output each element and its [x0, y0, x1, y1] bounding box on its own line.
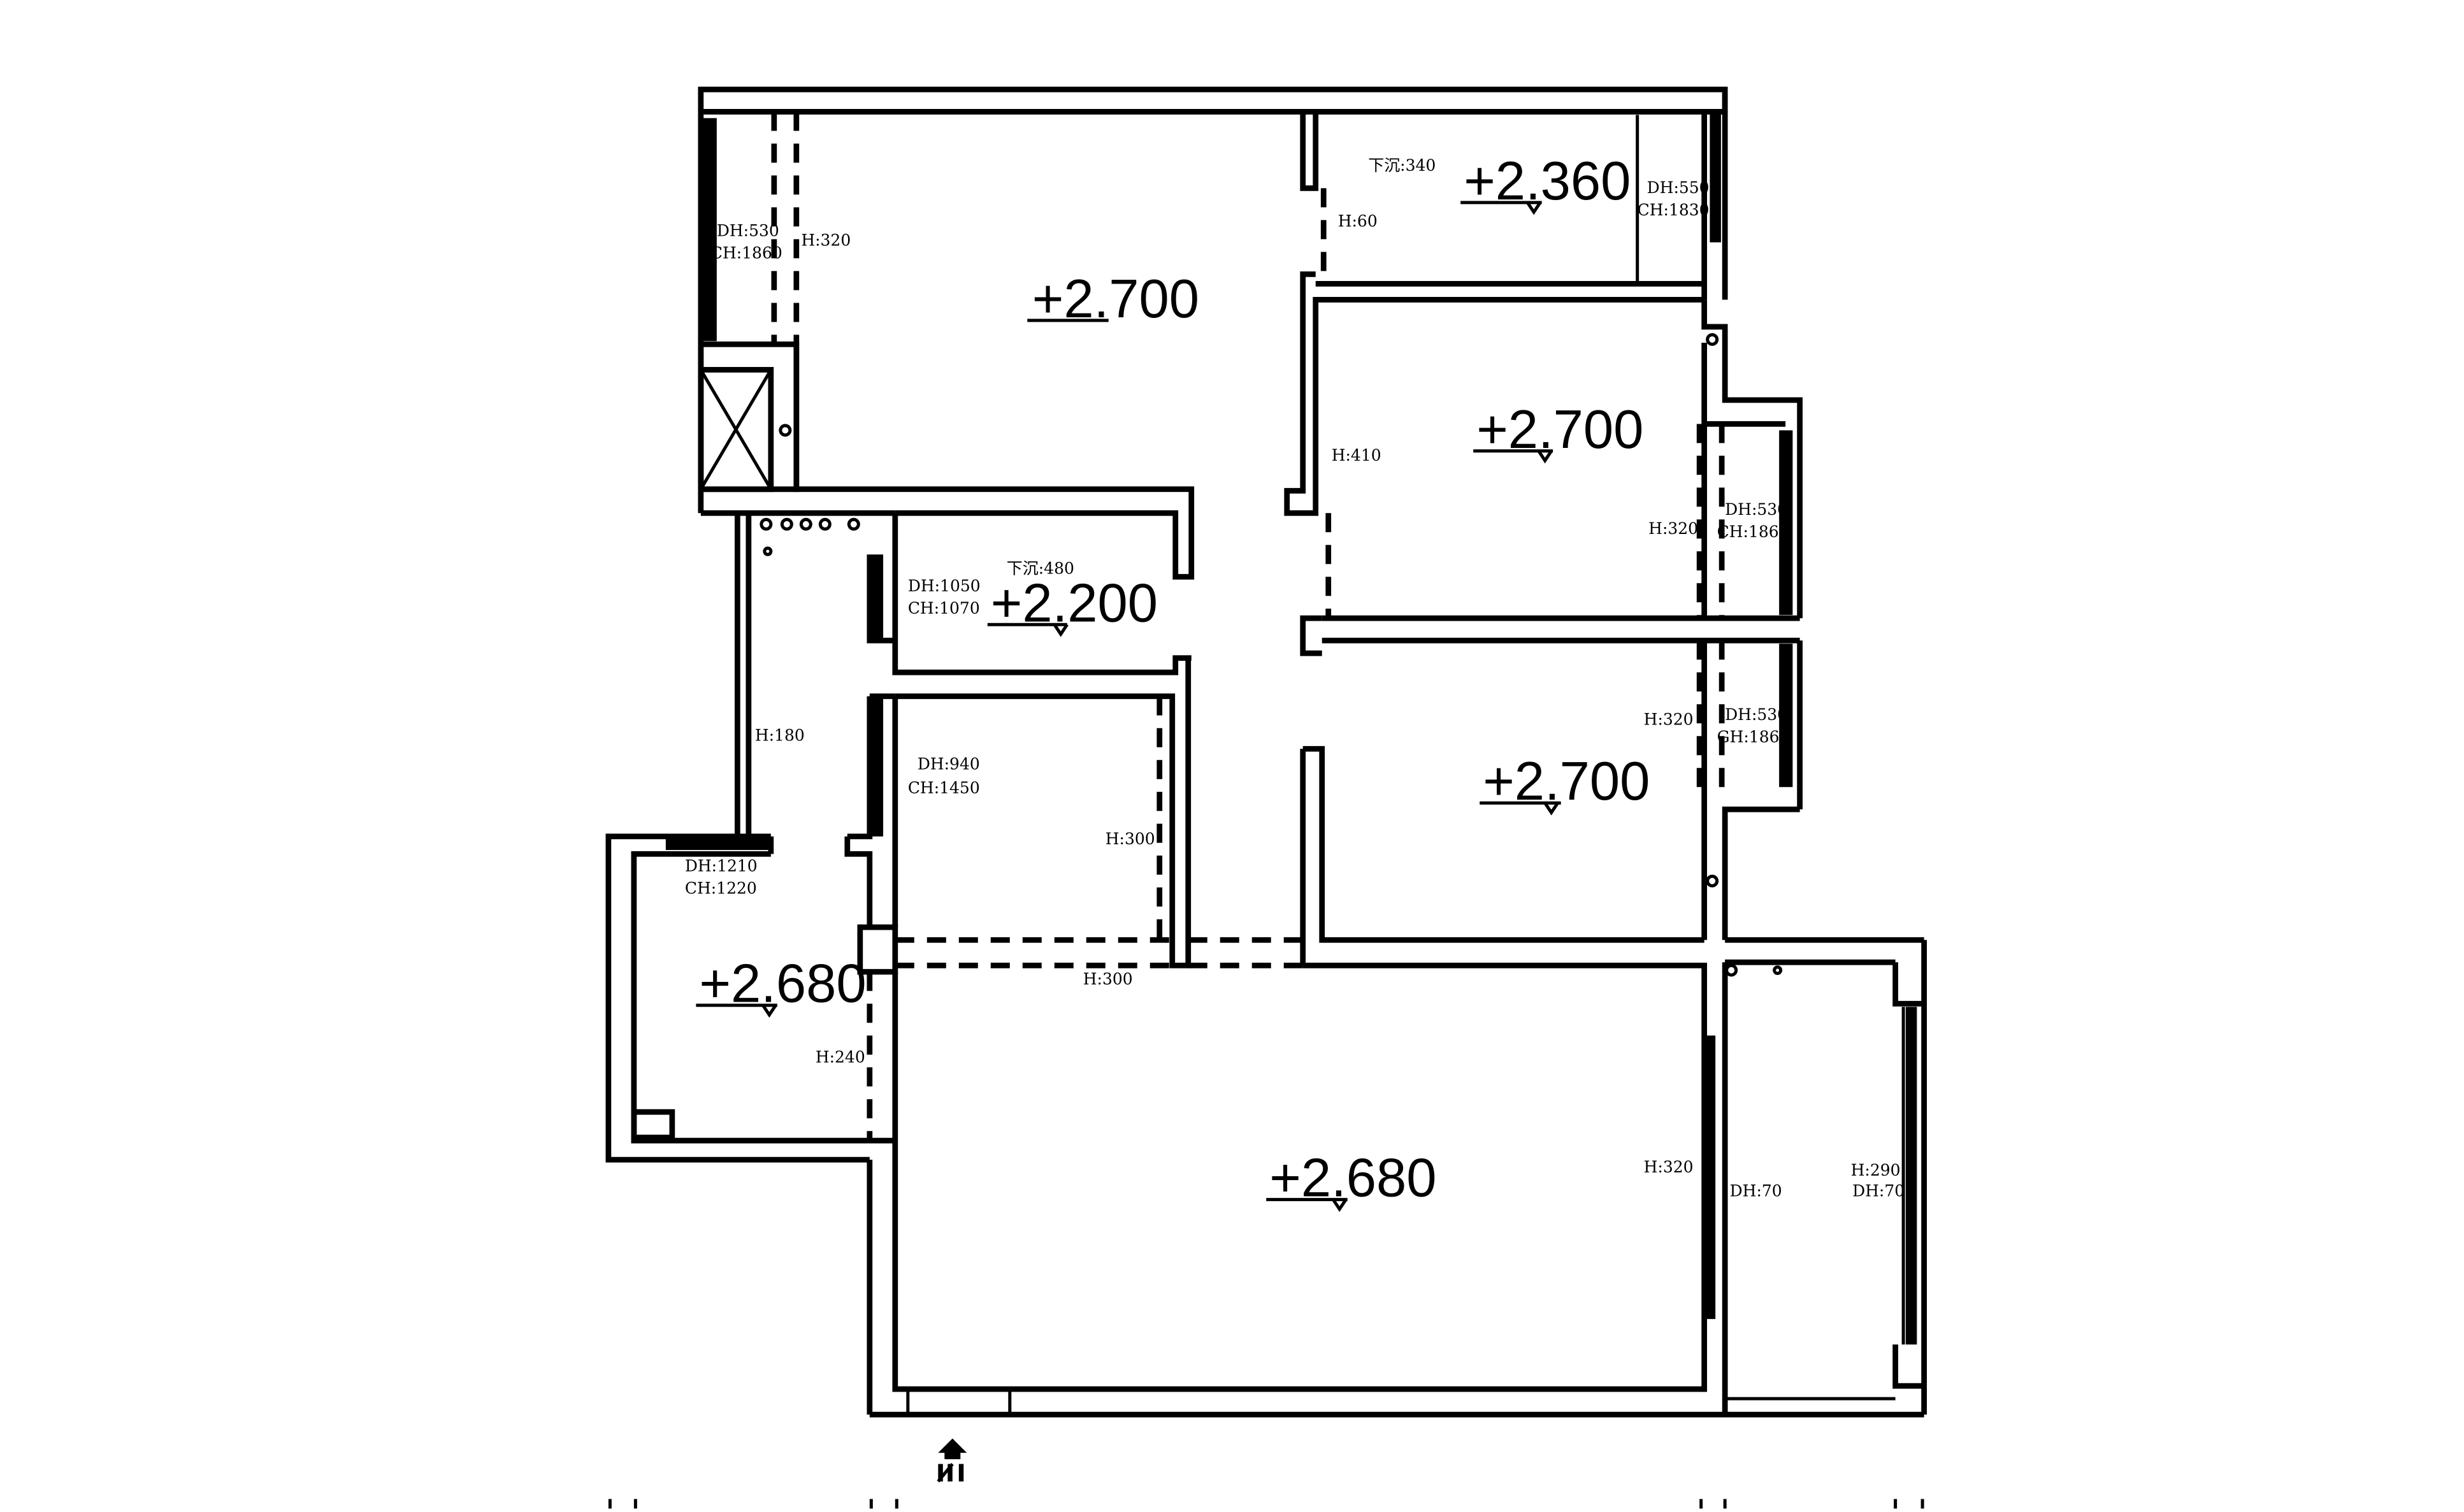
note-ch: CH:1830	[1638, 201, 1710, 219]
walls	[605, 87, 1927, 1418]
note-h: H:320	[801, 231, 851, 249]
note-h: H:60	[1338, 212, 1378, 230]
level-bath-top: +2.360	[1464, 151, 1631, 212]
note-ch: CH:1860	[1717, 522, 1789, 541]
note-sink: 下沉:480	[1007, 559, 1074, 577]
note-h: H:240	[816, 1048, 865, 1067]
level-kitchen: +2.680	[699, 954, 866, 1014]
shaft-x-icon	[698, 366, 774, 493]
note-h: H:300	[1083, 970, 1133, 988]
note-dh: DH:550	[1647, 178, 1710, 197]
note-dh: DH:70	[1730, 1182, 1782, 1200]
note-dh: DH:940	[918, 755, 980, 774]
note-h: H:320	[1644, 710, 1694, 729]
note-h: H:410	[1332, 446, 1381, 464]
note-h: H:300	[1106, 830, 1155, 848]
note-dh: DH:530	[717, 221, 779, 240]
note-ch: CH:1220	[685, 879, 757, 898]
level-bedroom-lower: +2.700	[1483, 751, 1650, 812]
note-h: H:290	[1851, 1161, 1901, 1179]
dashed-openings	[771, 112, 1725, 1141]
note-dh: DH:1210	[685, 857, 758, 875]
level-living-top: +2.700	[1032, 269, 1199, 329]
note-dh: DH:1050	[908, 577, 981, 595]
level-bath-mid: +2.200	[991, 573, 1158, 633]
axis-ticks	[608, 1499, 1924, 1509]
annotations: DH:530 CH:1860 H:320 下沉:340 H:60 DH:550 …	[685, 156, 1905, 1200]
note-h: H:320	[1644, 1158, 1694, 1176]
note-ch: CH:1860	[710, 243, 782, 262]
entrance-arrow-icon	[937, 1438, 967, 1483]
note-dh: DH:530	[1725, 500, 1787, 519]
note-ch: CH:1450	[908, 779, 980, 797]
note-h: H:320	[1648, 519, 1698, 538]
fixtures	[760, 333, 1783, 977]
level-bedroom-upper: +2.700	[1476, 400, 1643, 460]
note-sink: 下沉:340	[1368, 156, 1436, 175]
note-dh: DH:70	[1852, 1182, 1905, 1200]
level-living-main: +2.680	[1269, 1148, 1436, 1209]
note-gh: GH:1860	[1717, 728, 1790, 746]
note-h: H:180	[755, 726, 805, 745]
note-dh: DH:530	[1725, 705, 1787, 724]
level-markers	[696, 201, 1561, 1213]
note-ch: CH:1070	[908, 599, 980, 617]
